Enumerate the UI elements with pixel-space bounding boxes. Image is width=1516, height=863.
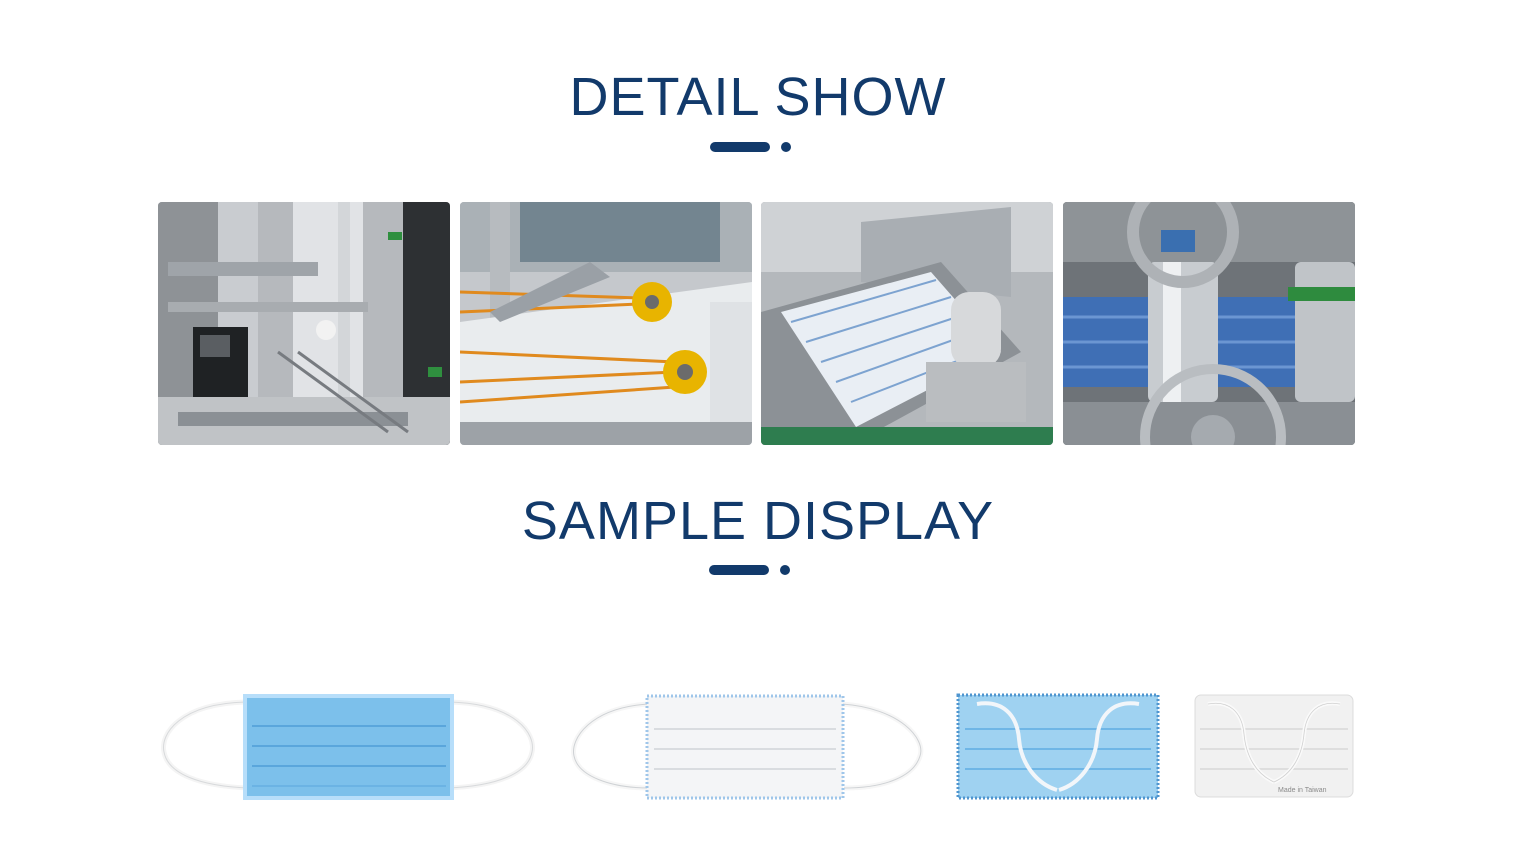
detail-title-divider: [710, 142, 791, 152]
mask-imprint-text: Made in Taiwan: [1278, 787, 1327, 794]
detail-photo-machine-frame: [158, 202, 450, 445]
divider-dot: [780, 565, 790, 575]
sample-mask-blue-packed: [956, 693, 1160, 800]
detail-show-title: DETAIL SHOW: [569, 67, 947, 127]
divider-bar: [710, 142, 770, 152]
divider-bar: [709, 565, 769, 575]
sample-mask-white-packed: Made in Taiwan: [1194, 694, 1354, 798]
detail-photo-welding-rollers: [1063, 202, 1355, 445]
sample-title-divider: [709, 565, 790, 575]
divider-dot: [781, 142, 791, 152]
sample-display-title: SAMPLE DISPLAY: [521, 491, 995, 551]
detail-photo-mask-chute: [761, 202, 1053, 445]
sample-mask-blue: [160, 694, 536, 800]
sample-mask-white: [570, 694, 926, 800]
detail-photo-conveyor-belts: [460, 202, 752, 445]
